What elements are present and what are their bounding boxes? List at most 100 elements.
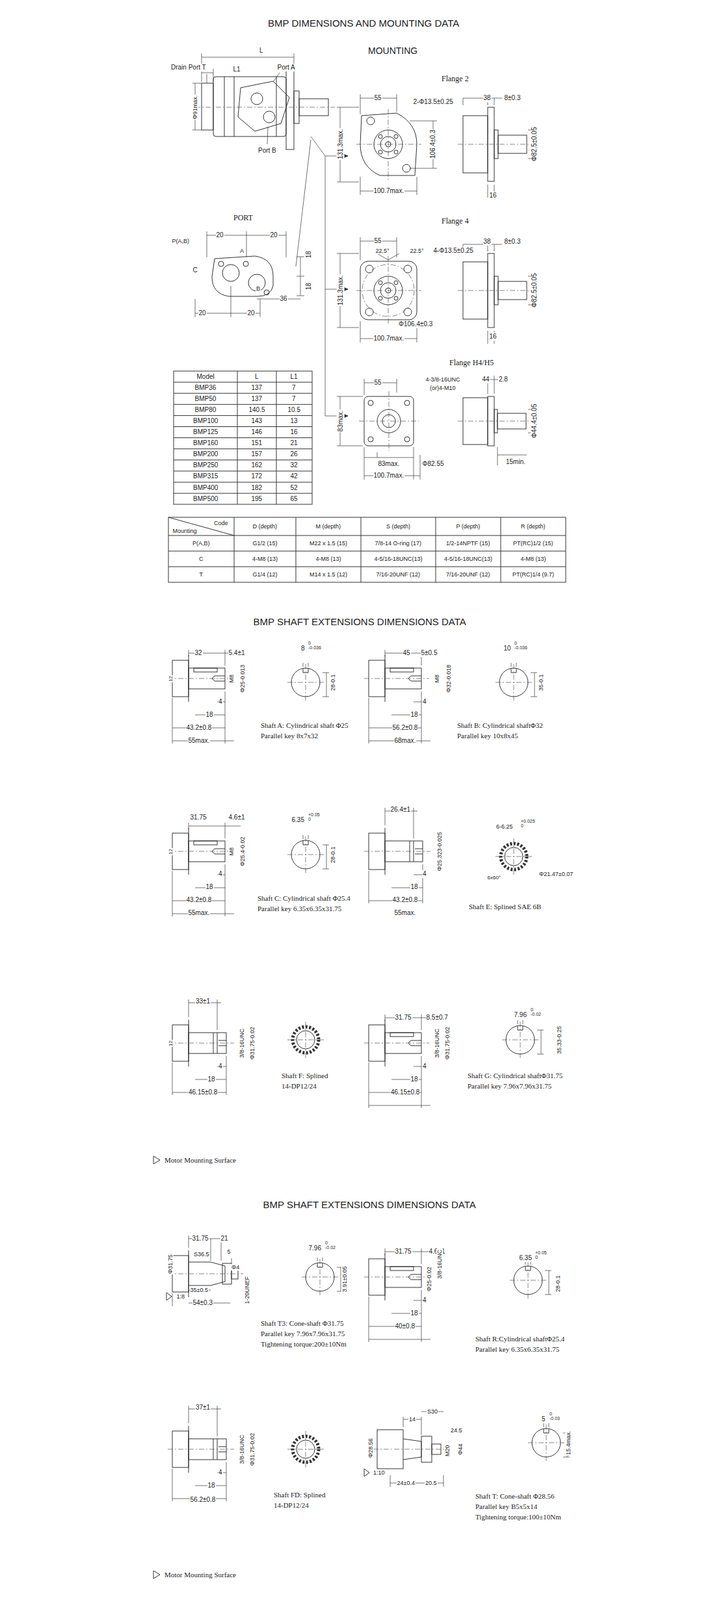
shaft-a (167, 650, 241, 744)
drawing-line (167, 823, 241, 917)
drawing-line (394, 150, 398, 155)
table-cell: 143 (251, 417, 264, 426)
flange-title: Flange 2 (440, 74, 470, 84)
dimension-label: 18 (207, 1076, 216, 1084)
dimension-label: 15min. (505, 458, 527, 467)
dimension-label: 18 (304, 250, 313, 259)
dimension-label: Φ31.75-0.02 (249, 1433, 256, 1468)
dimension-label: 46.15±0.8 (390, 1089, 421, 1098)
dimension-label: 0 -0.036 (513, 641, 529, 651)
dimension-label: Φ25-0.02 (425, 1266, 433, 1293)
drawing-line (218, 261, 224, 267)
dimension-label: M8 (228, 674, 235, 685)
table-cell: 7/16-20UNF (12) (375, 571, 422, 579)
drawing-line (364, 808, 431, 904)
drawing-line (173, 371, 313, 505)
taper-triangle (364, 1469, 370, 1478)
shaft-caption: Shaft G: Cylindrical shaftΦ31.75 (466, 1072, 564, 1081)
dimension-label: 31.75 (394, 1014, 413, 1023)
table-cell: S (depth) (385, 523, 411, 530)
table-cell: 146 (251, 428, 264, 437)
shaft-g (364, 1015, 437, 1109)
dimension-label: 20.5 (424, 1480, 438, 1488)
dimension-label: 33±1 (195, 998, 211, 1006)
dimension-label: 31.75 (394, 1248, 413, 1257)
table-cell: BMP500 (192, 495, 219, 504)
dimension-label: P(A,B) (171, 237, 191, 245)
shaft-f-end (287, 1022, 324, 1059)
dimension-label: 55max. (394, 909, 417, 918)
mounting-triangle (153, 1571, 160, 1580)
dimension-label: 0 -0.036 (307, 641, 322, 651)
table-cell: BMP36 (194, 384, 218, 393)
dimension-label: 18 (410, 711, 419, 720)
table-cell: T (198, 571, 205, 579)
dimension-label: 4.6±1 (228, 814, 246, 822)
dimension-label: M20 (444, 1444, 451, 1458)
table-cell: G1/2 (15) (252, 540, 279, 547)
dimension-label: 0 -0.03 (548, 1412, 561, 1422)
drawing-line (365, 265, 374, 274)
table-cell: BMP200 (192, 450, 219, 459)
table-cell: M22 x 1.5 (15) (308, 540, 348, 547)
shaft-caption: Parallel key 6.35x6.35x31.75 (256, 905, 343, 914)
dimension-label: Φ25-0.013 (239, 664, 246, 694)
dimension-label: Φ82.55 (422, 460, 445, 469)
table-cell: P(A,B) (191, 540, 211, 547)
dimension-label: 38 (483, 237, 492, 246)
dimension-label: 28-0.1 (329, 673, 337, 692)
shaft-caption: Parallel key 6.35x6.35x31.75 (474, 1346, 560, 1355)
dimension-label: M8 (433, 674, 441, 685)
shaft-r (364, 1249, 437, 1343)
table-cell: BMP250 (192, 461, 219, 470)
dimension-label: 54±0.3 (192, 1299, 214, 1308)
dimension-label: 28-0.1 (554, 1275, 562, 1294)
shaft-caption: Shaft B: Cylindrical shaftΦ32 (456, 721, 544, 731)
drawing-line (388, 256, 389, 326)
dimension-label: 31.75 (191, 1235, 210, 1244)
dimension-label: 4 (217, 698, 224, 707)
shaft-caption: Shaft E: Splined SAE 6B (468, 903, 542, 912)
dimension-label: 16 (489, 332, 498, 341)
dimension-label: 24±0.4 (396, 1480, 416, 1488)
drawing-line (173, 371, 313, 505)
mounting-triangle (153, 1156, 160, 1165)
shaft-a-end (287, 663, 330, 701)
drawing-line (394, 296, 398, 301)
table-cell: 4-5/16-18UNC(13) (443, 555, 493, 563)
drawing-line (368, 400, 374, 406)
dimension-label: 35-0.1 (537, 673, 545, 692)
table-cell: 32 (290, 461, 299, 470)
dimension-label: 131.3max. (336, 274, 344, 307)
drawing-line (364, 650, 437, 744)
flange-h4-front (336, 379, 421, 480)
table-cell: BMP80 (194, 406, 218, 415)
shaft-caption: Parallel key 8x7x32 (260, 732, 319, 741)
table-cell: 7 (291, 384, 297, 393)
dimension-label: 20 (198, 309, 207, 318)
dimension-label: Port A (277, 63, 296, 72)
dimension-label: 46.15±0.8 (187, 1089, 218, 1098)
dimension-label: 24.5 (449, 1427, 463, 1435)
shaft-b (364, 650, 437, 744)
drawing-line (394, 134, 398, 139)
drawing-line (404, 400, 410, 406)
drawing-line (373, 1450, 447, 1451)
table-cell: 4-M8 (13) (520, 555, 547, 563)
dimension-label: Φ31.75 (167, 1254, 174, 1276)
dimension-label: A (239, 247, 245, 255)
dimension-label: 14 (408, 1416, 417, 1424)
table-cell: 4-5/16-18UNC(13) (373, 555, 424, 563)
dimension-label: 55 (373, 94, 383, 103)
flange-h4-side (457, 375, 538, 466)
dimension-label: 12 (167, 848, 173, 856)
drawing-line (457, 98, 538, 198)
dimension-label: Φ106.4±0.3 (397, 320, 434, 329)
dimension-label: Φ44 (457, 1444, 464, 1457)
dimension-label: 2-Φ13.5±0.25 (412, 98, 454, 106)
dimension-label: 18 (410, 1076, 419, 1084)
drawing-line (365, 308, 374, 317)
drawing-line (368, 436, 374, 443)
drawing-line (487, 375, 538, 466)
